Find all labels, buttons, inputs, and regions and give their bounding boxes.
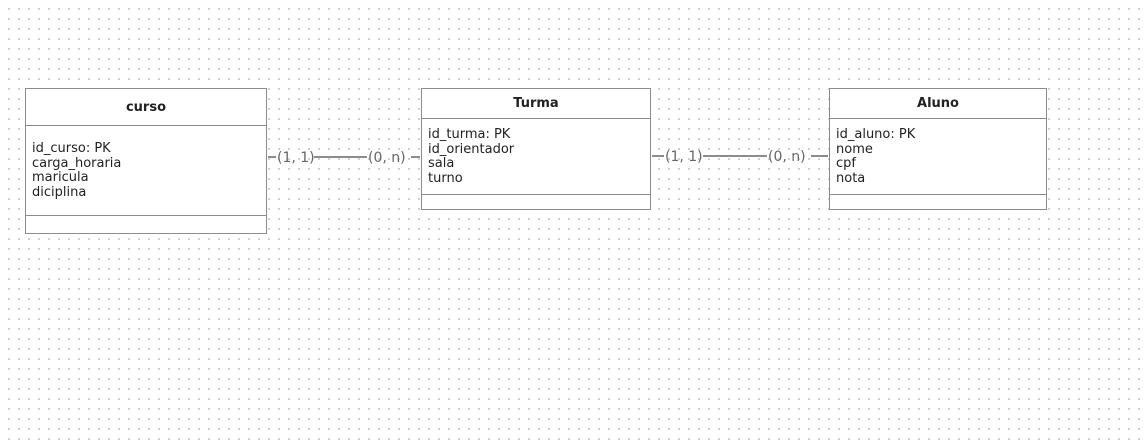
attribute-diciplina: diciplina (32, 184, 87, 200)
entity-aluno-title: Aluno (830, 89, 1046, 119)
cardinality-turma-side: (0, n) (368, 150, 406, 166)
attribute-nome: nome (836, 141, 873, 157)
attribute-id-aluno: id_aluno: PK (836, 127, 916, 142)
attribute-cpf: cpf (836, 156, 856, 171)
entity-curso[interactable]: curso id_curso: PK carga_horaria maricul… (25, 88, 267, 234)
cardinality-curso-side: (1, 1) (277, 150, 315, 166)
entity-turma-attributes: id_turma: PK id_orientador sala turno (422, 119, 650, 195)
attribute-id-orientador: id_orientador (428, 141, 515, 157)
attribute-id-turma: id_turma: PK (428, 127, 511, 142)
cardinality-turma-side-2: (1, 1) (665, 149, 703, 165)
attribute-turno: turno (428, 170, 463, 186)
entity-turma-title: Turma (422, 89, 650, 119)
entity-turma[interactable]: Turma id_turma: PK id_orientador sala tu… (421, 88, 651, 210)
attribute-carga-horaria: carga_horaria (32, 155, 122, 171)
entity-curso-title: curso (26, 89, 266, 126)
attribute-sala: sala (428, 156, 455, 171)
attribute-nota: nota (836, 170, 866, 186)
entity-aluno[interactable]: Aluno id_aluno: PK nome cpf nota (829, 88, 1047, 210)
attribute-id-curso: id_curso: PK (32, 141, 111, 156)
cardinality-aluno-side: (0, n) (768, 149, 806, 165)
attribute-maricula: maricula (32, 170, 89, 185)
entity-curso-attributes: id_curso: PK carga_horaria maricula dici… (26, 126, 266, 216)
entity-aluno-attributes: id_aluno: PK nome cpf nota (830, 119, 1046, 195)
